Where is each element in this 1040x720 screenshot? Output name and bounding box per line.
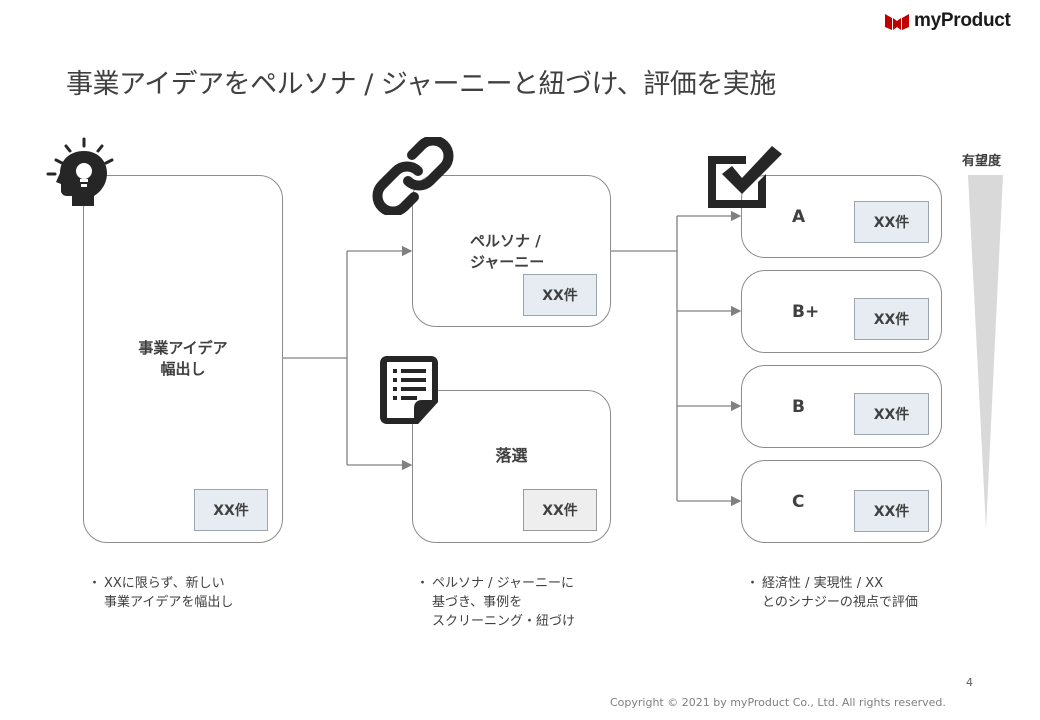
ideation-label-line1: 事業アイデア bbox=[138, 339, 228, 357]
rejected-label: 落選 bbox=[495, 446, 528, 465]
note-evaluation: ・ 経済性 / 実現性 / XX とのシナジーの視点で評価 bbox=[746, 574, 918, 612]
page-title: 事業アイデアをペルソナ / ジャーニーと紐づけ、評価を実施 bbox=[66, 69, 776, 100]
note-persona-line1: ペルソナ / ジャーニーに bbox=[432, 576, 574, 591]
persona-label-line1: ペルソナ / bbox=[470, 232, 541, 250]
grade-count-a: XX件 bbox=[854, 201, 929, 243]
persona-count: XX件 bbox=[523, 274, 597, 316]
note-evaluation-line2: とのシナジーの視点で評価 bbox=[762, 595, 918, 610]
ideation-label: 事業アイデア 幅出し bbox=[83, 338, 283, 380]
logo: myProduct bbox=[884, 9, 1034, 33]
ideation-count: XX件 bbox=[194, 489, 268, 531]
note-evaluation-bullet: ・ bbox=[746, 576, 760, 591]
grade-label-b: B bbox=[792, 397, 805, 417]
grade-label-c: C bbox=[792, 492, 805, 512]
grade-count-bplus: XX件 bbox=[854, 298, 929, 340]
lightbulb-head-icon bbox=[46, 137, 114, 206]
note-persona-line2: 基づき、事例を bbox=[432, 595, 523, 610]
logo-icon bbox=[885, 14, 909, 30]
note-ideation: ・ XXに限らず、新しい 事業アイデアを幅出し bbox=[88, 574, 234, 612]
note-evaluation-line1: 経済性 / 実現性 / XX bbox=[762, 576, 884, 591]
persona-label: ペルソナ / ジャーニー bbox=[470, 231, 544, 273]
prospect-label: 有望度 bbox=[962, 154, 1002, 169]
grade-count-b: XX件 bbox=[854, 393, 929, 435]
logo-text: myProduct bbox=[914, 10, 1011, 31]
note-ideation-line2: 事業アイデアを幅出し bbox=[104, 595, 234, 610]
document-list-icon bbox=[380, 356, 438, 424]
note-persona: ・ ペルソナ / ジャーニーに 基づき、事例を スクリーニング・紐づけ bbox=[416, 574, 576, 631]
rejected-count: XX件 bbox=[523, 489, 597, 531]
note-ideation-line1: XXに限らず、新しい bbox=[104, 576, 225, 591]
persona-label-line2: ジャーニー bbox=[470, 253, 545, 271]
note-persona-line3: スクリーニング・紐づけ bbox=[432, 614, 576, 629]
chain-link-icon bbox=[372, 137, 454, 215]
note-ideation-bullet: ・ bbox=[88, 576, 102, 591]
note-persona-bullet: ・ bbox=[416, 576, 430, 591]
ideation-label-line2: 幅出し bbox=[160, 360, 206, 378]
grade-count-c: XX件 bbox=[854, 490, 929, 532]
page-number: 4 bbox=[966, 676, 973, 689]
checkbox-checked-icon bbox=[708, 146, 782, 208]
grade-label-bplus: B+ bbox=[792, 302, 820, 322]
grade-label-a: A bbox=[792, 207, 806, 227]
copyright: Copyright © 2021 by myProduct Co., Ltd. … bbox=[610, 696, 946, 709]
ideation-box bbox=[83, 175, 283, 543]
prospect-triangle bbox=[968, 175, 1003, 529]
